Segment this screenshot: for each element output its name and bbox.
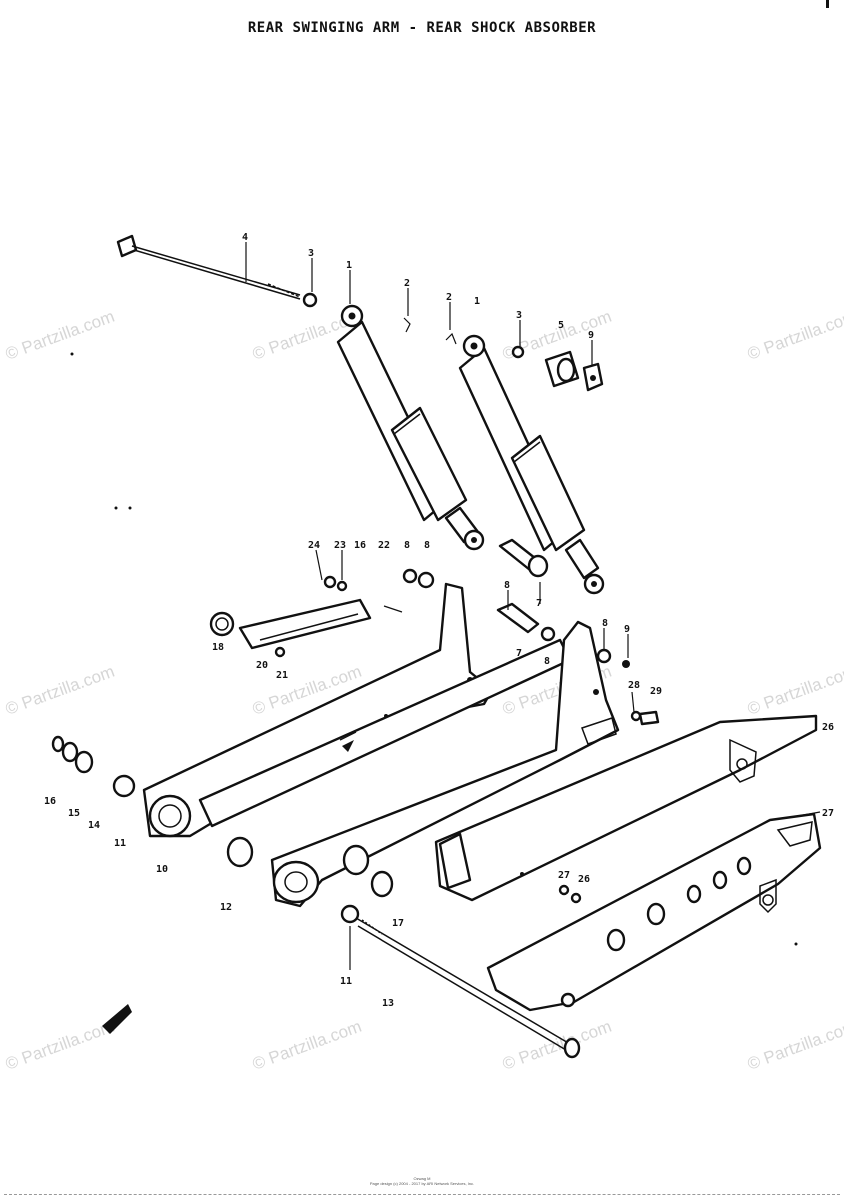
callout-20: 20: [256, 660, 268, 671]
page-footer: Ozwag M Page design (c) 2004 - 2017 by A…: [0, 1176, 844, 1186]
callout-14: 14: [88, 820, 100, 831]
footer-line-1: Ozwag M: [413, 1176, 431, 1181]
callout-3: 3: [308, 248, 314, 259]
corner-mark: [826, 0, 829, 8]
callout-15: 15: [68, 808, 80, 819]
callout-7: 7: [516, 648, 522, 659]
callout-23: 23: [334, 540, 346, 551]
callout-18: 18: [212, 642, 224, 653]
lower-shock-bolts: [496, 538, 630, 668]
callout-2: 2: [404, 278, 410, 289]
watermark: © Partzilla.com: [745, 1017, 844, 1074]
pivot-bushings: [51, 735, 394, 924]
watermark: © Partzilla.com: [745, 307, 844, 364]
callout-8: 8: [404, 540, 410, 551]
callout-3: 3: [516, 310, 522, 321]
small-hardware: [558, 710, 660, 904]
callout-1: 1: [346, 260, 352, 271]
callout-8: 8: [544, 656, 550, 667]
callout-8: 8: [424, 540, 430, 551]
callout-16: 16: [44, 796, 56, 807]
chain-guide-bracket: [209, 568, 435, 658]
watermark: © Partzilla.com: [3, 307, 117, 364]
callout-26: 27: [822, 808, 834, 819]
callout-labels: 4 3 1 2 2 1 3 5 9 24 23 16 22 8 8 8 7 7 …: [44, 232, 834, 1009]
callout-24: 24: [308, 540, 320, 551]
callout-11: 11: [114, 838, 126, 849]
collar-and-nut: [544, 350, 604, 392]
callout-26: 27: [558, 870, 570, 881]
callout-12: 12: [220, 902, 232, 913]
callout-4: 4: [242, 232, 248, 243]
chain-case-lower: [486, 812, 822, 1012]
footer-divider: [4, 1194, 840, 1195]
swing-arm-right-side: [270, 620, 620, 908]
callout-1: 1: [474, 296, 480, 307]
callout-16: 16: [354, 540, 366, 551]
callout-11: 11: [340, 976, 352, 987]
callout-9: 9: [624, 624, 630, 635]
callout-2: 2: [446, 292, 452, 303]
callout-8: 8: [602, 618, 608, 629]
watermark: © Partzilla.com: [745, 662, 844, 719]
shock-absorber-right: [445, 332, 605, 595]
chain-case-upper: [434, 714, 818, 902]
leader-lines: [245, 242, 821, 970]
callout-8: 8: [504, 580, 510, 591]
pivot-shaft: [355, 917, 581, 1059]
watermark: © Partzilla.com: [3, 662, 117, 719]
callout-22: 22: [378, 540, 390, 551]
callout-9: 9: [588, 330, 594, 341]
watermark: © Partzilla.com: [250, 1017, 364, 1074]
stamp-mark: [102, 1004, 132, 1034]
shock-absorber-left: [336, 304, 485, 551]
callout-10: 10: [156, 864, 168, 875]
callout-21: 21: [276, 670, 288, 681]
callout-29: 29: [650, 686, 662, 697]
stray-marks: [70, 352, 798, 946]
callout-7: 7: [536, 598, 542, 609]
callout-17: 17: [392, 918, 404, 929]
callout-27: 26: [578, 874, 590, 885]
callout-28: 28: [628, 680, 640, 691]
upper-mount-bolt: [116, 234, 318, 308]
watermark: © Partzilla.com: [3, 1017, 117, 1074]
diagram-title: REAR SWINGING ARM - REAR SHOCK ABSORBER: [247, 20, 597, 36]
callout-25: 26: [822, 722, 834, 733]
callout-5: 5: [558, 320, 564, 331]
footer-line-2: Page design (c) 2004 - 2017 by ARI Netwo…: [369, 1181, 475, 1186]
callout-13: 13: [382, 998, 394, 1009]
